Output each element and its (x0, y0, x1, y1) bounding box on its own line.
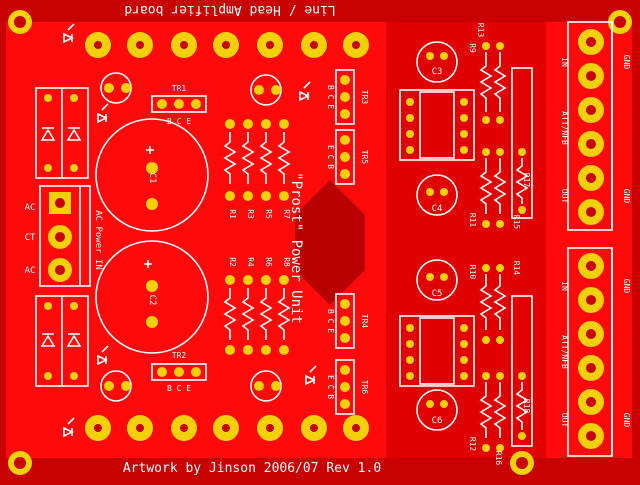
resistor-bank-lower (223, 275, 291, 355)
resistor-label-r13: R13 (476, 23, 485, 38)
bottom-in-label: IN (560, 281, 569, 291)
capacitor-c1 (95, 118, 209, 232)
tr6-label: TR6 (360, 380, 369, 395)
resistor-label-r11: R11 (468, 213, 477, 228)
tr1-pins: B C E (167, 117, 191, 126)
transistor-tr3 (335, 69, 355, 125)
copper-region-right (386, 22, 546, 458)
small-cap-pads (100, 72, 282, 402)
cap-label-c3: C3 (432, 67, 443, 77)
capacitor-c2 (95, 240, 209, 354)
transistor-tr6 (335, 359, 355, 415)
transistor-tr1 (151, 95, 207, 113)
resistor-label-r18: R18 (522, 399, 531, 414)
resistor-label-r1: R1 (228, 209, 237, 219)
channel-resistors-bottom (479, 264, 533, 452)
led-right-top (299, 81, 311, 102)
resistor-label-r15: R15 (512, 215, 521, 230)
tr5-label: TR5 (360, 150, 369, 165)
ic-socket-top (399, 89, 475, 161)
tr6-pins: E C B (326, 375, 335, 399)
resistor-bank-upper (223, 119, 291, 201)
resistor-label-r2: R2 (228, 257, 237, 267)
cap-label-c5: C5 (432, 289, 443, 299)
bottom-out-label: OUT (560, 413, 569, 428)
resistor-label-r9: R9 (468, 43, 477, 53)
resistor-label-r10: R10 (468, 265, 477, 280)
board-credit: Artwork by Jinson 2006/07 Rev 1.0 (123, 461, 381, 476)
ac-pin-1: AC (25, 203, 36, 213)
bridge-rectifier-top (35, 87, 89, 179)
capacitor-c3 (416, 41, 458, 83)
capacitor-c5 (416, 259, 458, 301)
board-title: Line / Head Amplifier board (124, 2, 335, 17)
led-right-bottom (305, 365, 317, 386)
top-in-label: IN (560, 57, 569, 67)
bottom-pad-row (85, 415, 369, 441)
ic-socket-bottom (399, 315, 475, 387)
top-out-label: OUT (560, 189, 569, 204)
tr2-label: TR2 (172, 351, 187, 360)
bridge-rectifier-bottom (35, 295, 89, 387)
center-label: "Prost" Power Unit (288, 172, 304, 324)
resistor-label-r16: R16 (494, 451, 503, 466)
resistor-label-r6: R6 (264, 257, 273, 267)
top-pad-row (85, 32, 369, 58)
ac-pin-ct: CT (25, 233, 36, 243)
channel-resistors-top (479, 42, 533, 228)
tr3-label: TR3 (360, 90, 369, 105)
top-in-gnd-label: GND (622, 55, 631, 70)
transistor-tr2 (151, 363, 207, 381)
ac-power-label: AC Power IN (93, 210, 103, 270)
tr2-pins: B C E (167, 384, 191, 393)
resistor-label-r12: R12 (468, 437, 477, 452)
ac-pin-2: AC (25, 266, 36, 276)
capacitor-c6 (416, 389, 458, 431)
tr3-pins: B C E (326, 85, 335, 109)
tr4-label: TR4 (360, 314, 369, 329)
top-att-label: ATT/NFB (560, 111, 569, 145)
resistor-label-r17: R17 (522, 173, 531, 188)
led-bottom-left (63, 417, 75, 438)
cap-label-c4: C4 (432, 204, 443, 214)
bottom-in-gnd-label: GND (622, 279, 631, 294)
bottom-att-label: ATT/NFB (560, 335, 569, 369)
bottom-out-gnd-label: GND (622, 413, 631, 428)
resistor-label-r3: R3 (246, 209, 255, 219)
resistor-label-r5: R5 (264, 209, 273, 219)
copper-void (295, 180, 365, 305)
led-mid-top (97, 103, 109, 124)
tr5-pins: E C B (326, 145, 335, 169)
top-out-gnd-label: GND (622, 189, 631, 204)
cap-label-c6: C6 (432, 416, 443, 426)
cap-label-c1: C1 (147, 173, 157, 184)
tr1-label: TR1 (172, 84, 187, 93)
resistor-label-r8: R8 (282, 257, 291, 267)
capacitor-c4 (416, 174, 458, 216)
resistor-label-r4: R4 (246, 257, 255, 267)
resistor-label-r7: R7 (282, 209, 291, 219)
tr4-pins: B C E (326, 309, 335, 333)
io-terminal-bottom (567, 247, 613, 457)
io-terminal-top (567, 21, 613, 231)
cap-label-c2: C2 (147, 295, 157, 306)
transistor-tr5 (335, 129, 355, 185)
led-top-left (63, 23, 75, 44)
ac-power-connector (39, 185, 91, 287)
mounting-holes (8, 10, 632, 475)
transistor-tr4 (335, 293, 355, 349)
led-mid-bottom (97, 345, 109, 366)
resistor-label-r14: R14 (512, 261, 521, 276)
